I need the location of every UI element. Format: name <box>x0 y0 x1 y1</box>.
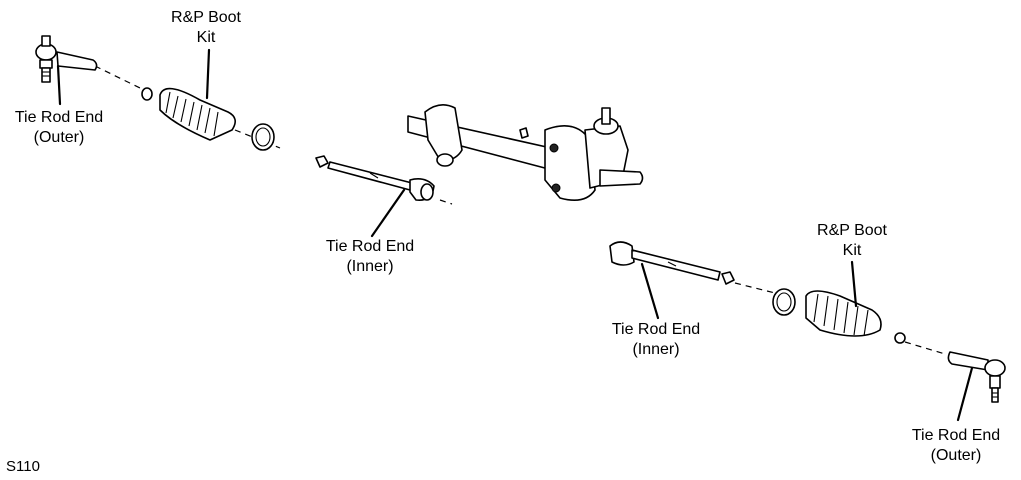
right-outer-tie-rod-end-part <box>947 351 1006 403</box>
right-inner-tie-rod-part <box>609 241 735 285</box>
steering-rack-housing-part <box>407 104 644 201</box>
left-inner-tie-rod-part <box>315 155 435 202</box>
right-boot-kit-part <box>772 288 906 344</box>
label-line: Tie Rod End <box>325 238 415 255</box>
leader-line-left-inner <box>370 188 406 238</box>
left-boot-kit-part <box>141 87 275 151</box>
label-tie-rod-end-inner-right: Tie Rod End (Inner) <box>602 320 710 360</box>
assembly-axis-line <box>439 199 453 205</box>
label-line: Kit <box>196 29 216 46</box>
assembly-axis-line <box>94 65 141 89</box>
label-line: (Outer) <box>33 129 85 146</box>
label-tie-rod-end-inner-left: Tie Rod End (Inner) <box>316 237 424 277</box>
label-line: (Inner) <box>632 341 680 358</box>
label-line: (Outer) <box>930 447 982 464</box>
label-tie-rod-end-outer-right: Tie Rod End (Outer) <box>902 426 1010 466</box>
label-rp-boot-kit-left: R&P Boot Kit <box>156 8 256 48</box>
left-outer-tie-rod-end-part <box>35 35 98 83</box>
label-line: R&P Boot <box>171 9 241 26</box>
label-line: (Inner) <box>346 258 394 275</box>
assembly-axis-line <box>734 282 776 294</box>
label-line: Tie Rod End <box>911 427 1001 444</box>
leader-line-left-outer <box>56 64 62 106</box>
figure-id: S110 <box>6 458 40 475</box>
label-line: Tie Rod End <box>611 321 701 338</box>
label-tie-rod-end-outer-left: Tie Rod End (Outer) <box>5 108 113 148</box>
label-line: Tie Rod End <box>14 109 104 126</box>
leader-line-right-inner <box>640 262 660 320</box>
leader-line-right-outer <box>956 366 974 422</box>
assembly-axis-line <box>904 341 946 355</box>
label-line: Kit <box>842 242 862 259</box>
label-line: R&P Boot <box>817 222 887 239</box>
leader-line-left-boot <box>205 48 211 100</box>
label-rp-boot-kit-right: R&P Boot Kit <box>802 221 902 261</box>
leader-line-right-boot <box>850 260 858 308</box>
